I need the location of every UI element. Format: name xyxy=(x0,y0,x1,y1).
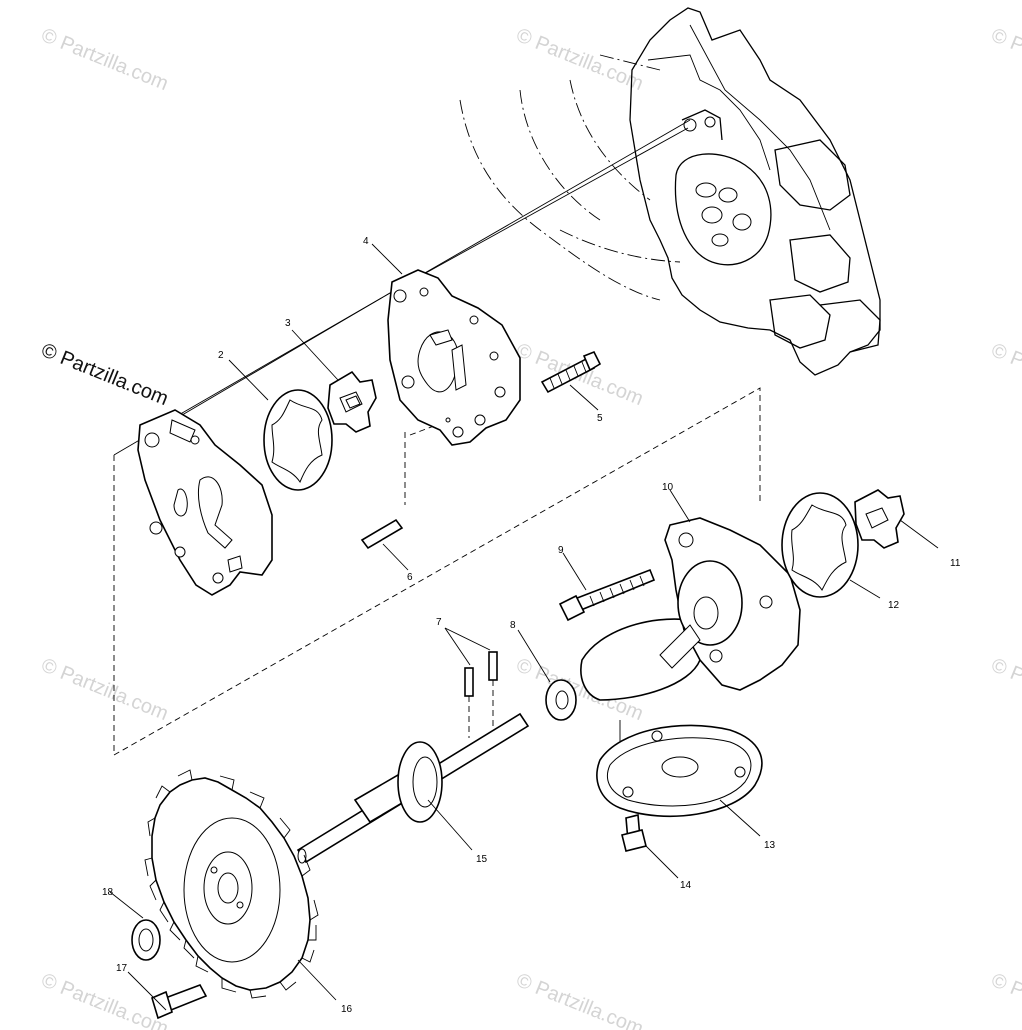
callout-14: 14 xyxy=(680,880,692,891)
pump-body-part xyxy=(387,269,521,446)
pump-plate-part xyxy=(137,409,273,596)
pump-shaft-part xyxy=(296,712,530,864)
callout-4: 4 xyxy=(363,236,369,247)
callout-labels: 2 3 4 5 6 7 8 9 10 11 12 13 14 15 16 17 … xyxy=(102,236,961,1015)
callout-17: 17 xyxy=(116,963,128,974)
callout-2: 2 xyxy=(218,350,224,361)
watermark-text: © Partzilla.com xyxy=(988,654,1022,725)
pins-part xyxy=(464,651,498,738)
driven-gear-part xyxy=(144,769,319,999)
callout-12: 12 xyxy=(888,600,900,611)
callout-15: 15 xyxy=(476,854,488,865)
watermark-text: © Partzilla.com xyxy=(988,969,1022,1030)
watermark-text: © Partzilla.com xyxy=(38,24,171,95)
callout-5: 5 xyxy=(597,413,603,424)
inner-rotor-part xyxy=(327,370,377,433)
callout-7: 7 xyxy=(436,617,442,628)
callout-16: 16 xyxy=(341,1004,353,1015)
callout-11: 11 xyxy=(950,558,961,569)
watermark-text: © Partzilla.com xyxy=(38,969,171,1030)
small-screw-part xyxy=(621,813,647,852)
washer-part xyxy=(545,679,577,721)
callout-13: 13 xyxy=(764,840,776,851)
watermark-main: © Partzilla.com xyxy=(38,339,171,410)
bolt-part xyxy=(558,568,656,622)
callout-3: 3 xyxy=(285,318,291,329)
outer-rotor-part xyxy=(263,389,333,491)
inner-rotor-part xyxy=(854,489,905,549)
leader-lines xyxy=(109,243,939,1011)
outer-rotor-part xyxy=(781,492,859,598)
crankcase-outline xyxy=(459,7,881,376)
pump-cover-part xyxy=(580,517,801,790)
callout-9: 9 xyxy=(558,545,564,556)
strainer-plate-part xyxy=(596,724,763,818)
watermark-text: © Partzilla.com xyxy=(513,24,646,95)
callout-6: 6 xyxy=(407,572,413,583)
watermark-text: © Partzilla.com xyxy=(988,339,1022,410)
watermark-text: © Partzilla.com xyxy=(988,24,1022,95)
watermark-text: © Partzilla.com xyxy=(513,969,646,1030)
dowel-pin-part xyxy=(360,518,404,550)
callout-10: 10 xyxy=(662,482,674,493)
watermark-text: © Partzilla.com xyxy=(38,654,171,725)
callout-18: 18 xyxy=(102,887,114,898)
washer-part xyxy=(131,919,161,961)
screw-part xyxy=(540,350,602,394)
callout-8: 8 xyxy=(510,620,516,631)
assembly-guide-lines xyxy=(113,119,761,756)
bolt-part xyxy=(151,984,208,1020)
